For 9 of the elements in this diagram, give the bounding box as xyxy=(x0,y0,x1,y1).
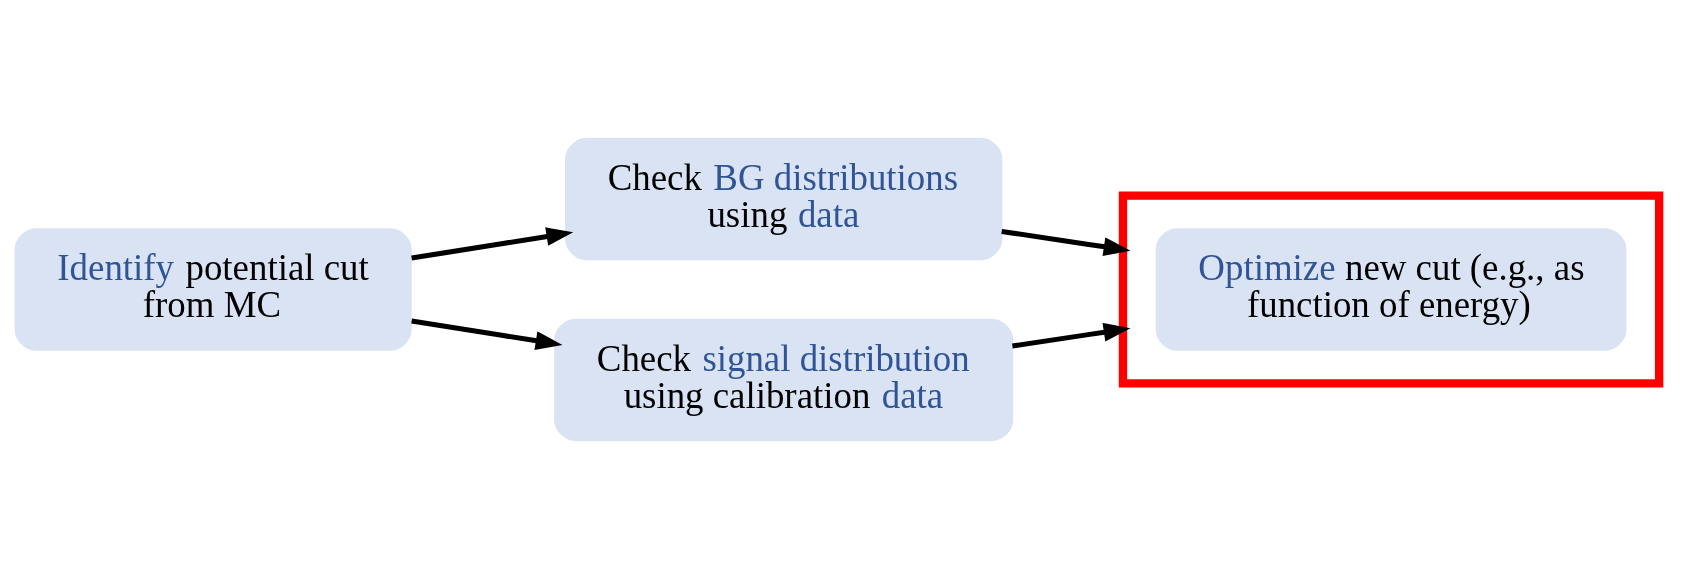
arrow xyxy=(411,318,563,350)
node-box: Identify potential cut from MC xyxy=(14,228,412,351)
node-box: Check signal distribution using calibration data xyxy=(554,318,1014,442)
arrow xyxy=(411,227,574,261)
arrow xyxy=(1012,322,1131,349)
arrow xyxy=(1001,228,1131,257)
node-box: Optimize new cut (e.g., as function of energy) xyxy=(1155,228,1627,351)
cluster xyxy=(1118,191,1664,388)
node-box: Check BG distributions using data xyxy=(565,137,1003,261)
